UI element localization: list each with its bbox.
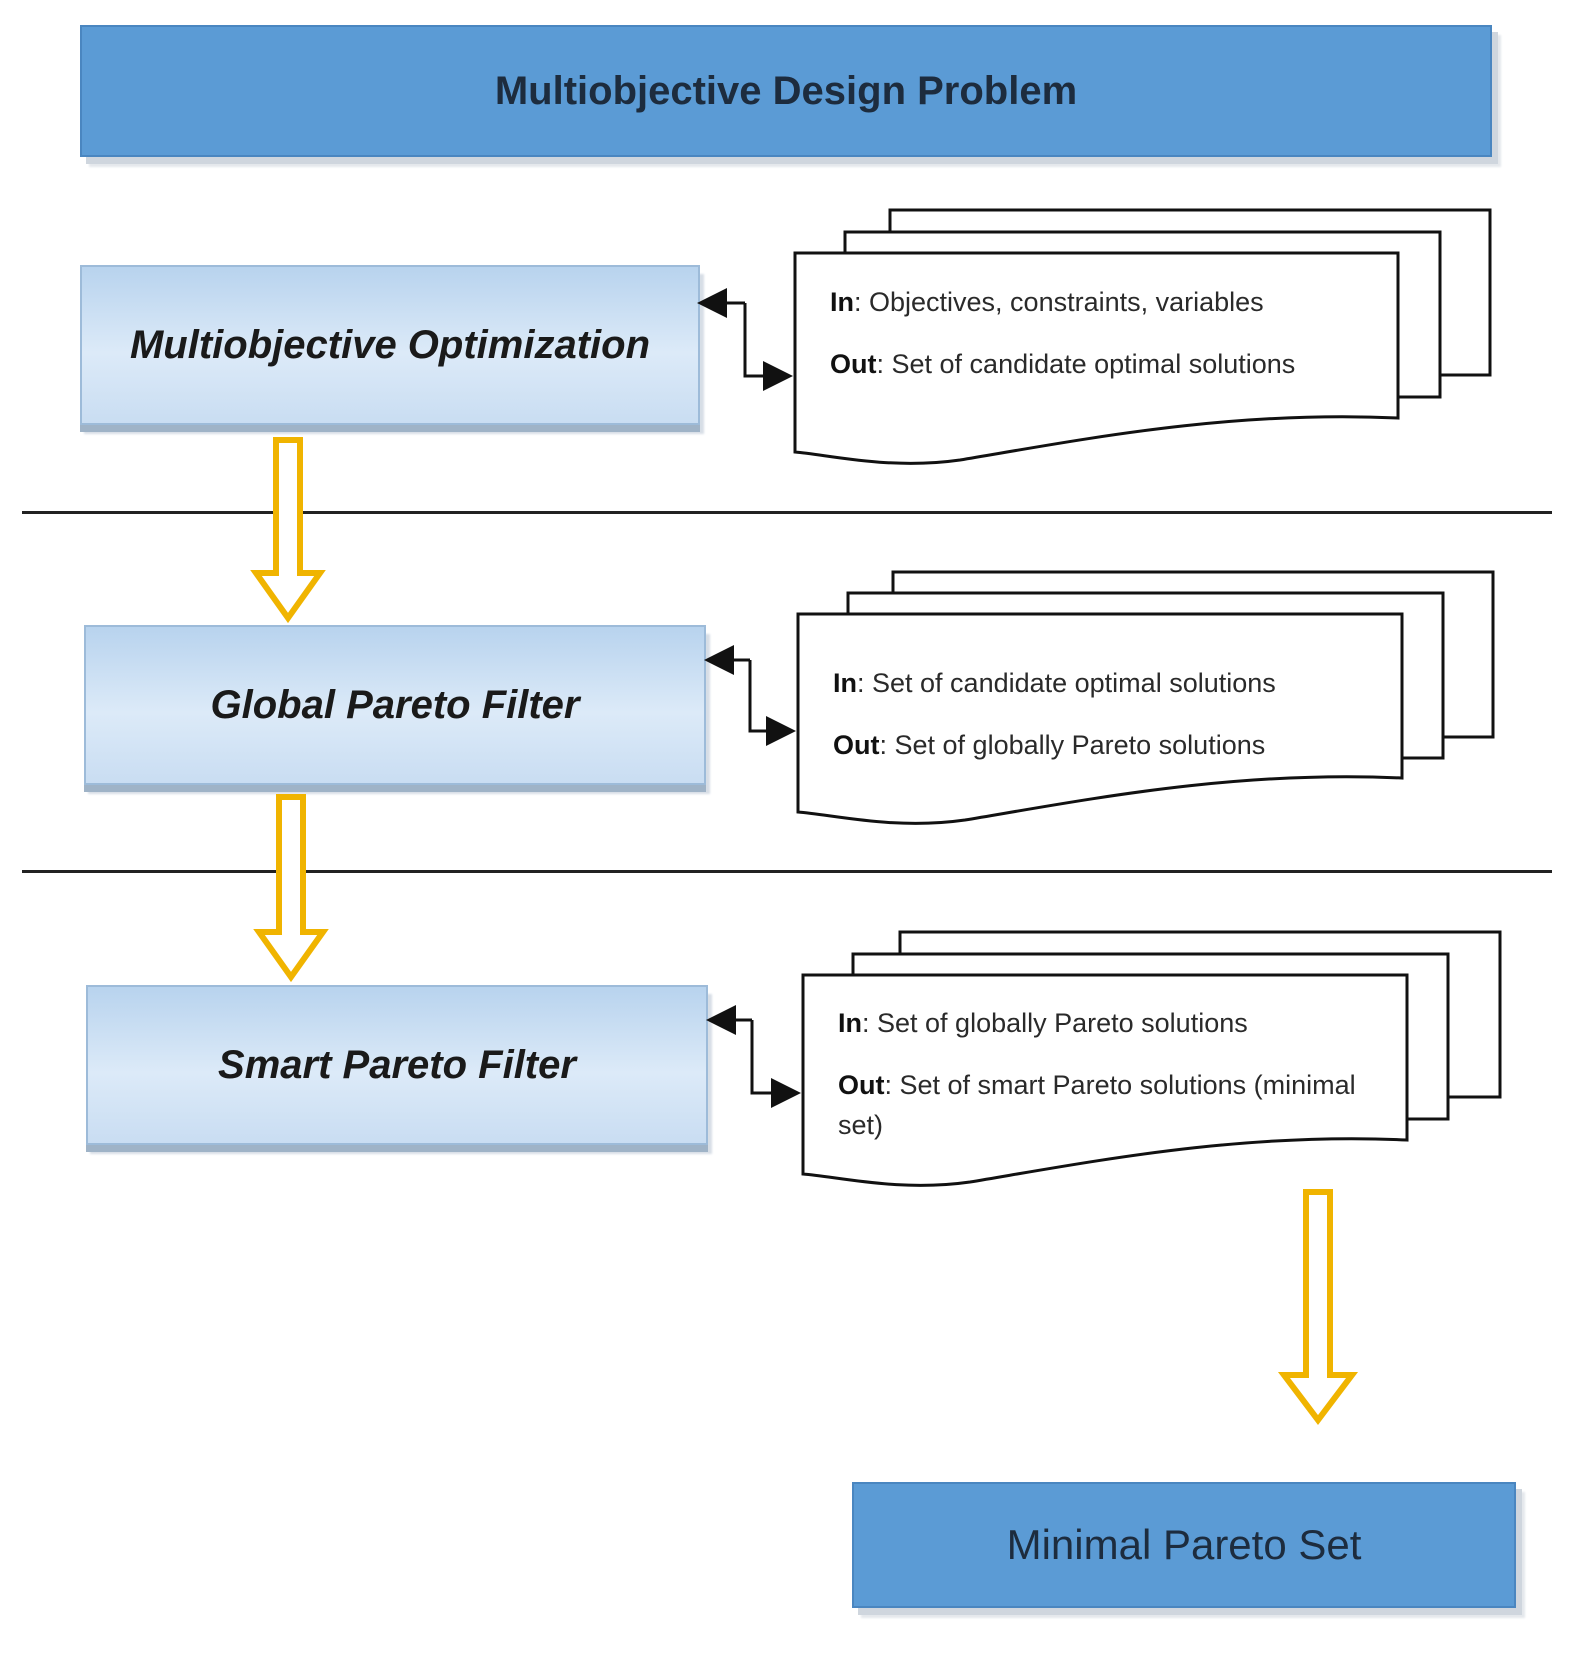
document-text-3: In: Set of globally Pareto solutions Out…: [838, 1003, 1358, 1167]
connector-arrow-to-document-2: [748, 660, 796, 746]
top-banner: Multiobjective Design Problem: [80, 25, 1492, 157]
document-out-line: Out: Set of smart Pareto solutions (mini…: [838, 1065, 1358, 1145]
document-in-line: In: Set of globally Pareto solutions: [838, 1003, 1358, 1043]
process-multiobjective-optimization: Multiobjective Optimization: [80, 265, 700, 425]
process-label: Global Pareto Filter: [210, 682, 580, 727]
out-label: Out: [830, 349, 877, 379]
process-global-pareto-filter: Global Pareto Filter: [84, 625, 706, 785]
flow-arrow-down-1: [250, 437, 326, 624]
flow-arrow-down-3: [1277, 1189, 1359, 1425]
in-text: : Set of candidate optimal solutions: [857, 668, 1276, 698]
process-label: Smart Pareto Filter: [218, 1042, 576, 1087]
document-text-2: In: Set of candidate optimal solutions O…: [833, 663, 1393, 787]
document-front: [793, 251, 1400, 465]
document-in-line: In: Objectives, constraints, variables: [830, 282, 1350, 322]
document-stack-1: [793, 208, 1492, 465]
document-front: [801, 973, 1409, 1187]
out-text: : Set of candidate optimal solutions: [876, 349, 1296, 379]
process-smart-pareto-filter: Smart Pareto Filter: [86, 985, 708, 1145]
connector-arrow-to-document-1: [743, 303, 793, 391]
stage-separator: [22, 511, 1552, 514]
bottom-banner-title: Minimal Pareto Set: [1006, 1521, 1362, 1568]
process-label: Multiobjective Optimization: [129, 322, 651, 367]
document-out-line: Out: Set of candidate optimal solutions: [830, 344, 1350, 384]
out-label: Out: [833, 730, 880, 760]
document-text-1: In: Objectives, constraints, variables O…: [830, 282, 1350, 406]
out-label: Out: [838, 1070, 885, 1100]
document-front: [796, 612, 1404, 825]
stage-separator: [22, 870, 1552, 873]
out-text: : Set of smart Pareto solutions (minimal…: [838, 1070, 1356, 1140]
top-banner-title: Multiobjective Design Problem: [494, 68, 1078, 113]
out-text: : Set of globally Pareto solutions: [879, 730, 1266, 760]
connector-arrow-to-document-3: [750, 1020, 801, 1108]
document-stack-2: [796, 570, 1495, 825]
in-label: In: [833, 668, 857, 698]
in-label: In: [830, 287, 854, 317]
document-out-line: Out: Set of globally Pareto solutions: [833, 725, 1393, 765]
bottom-banner: Minimal Pareto Set: [852, 1482, 1516, 1608]
in-text: : Objectives, constraints, variables: [854, 287, 1264, 317]
in-text: : Set of globally Pareto solutions: [862, 1008, 1248, 1038]
document-in-line: In: Set of candidate optimal solutions: [833, 663, 1393, 703]
flow-arrow-down-2: [253, 794, 329, 983]
in-label: In: [838, 1008, 862, 1038]
document-stack-3: [801, 930, 1502, 1187]
